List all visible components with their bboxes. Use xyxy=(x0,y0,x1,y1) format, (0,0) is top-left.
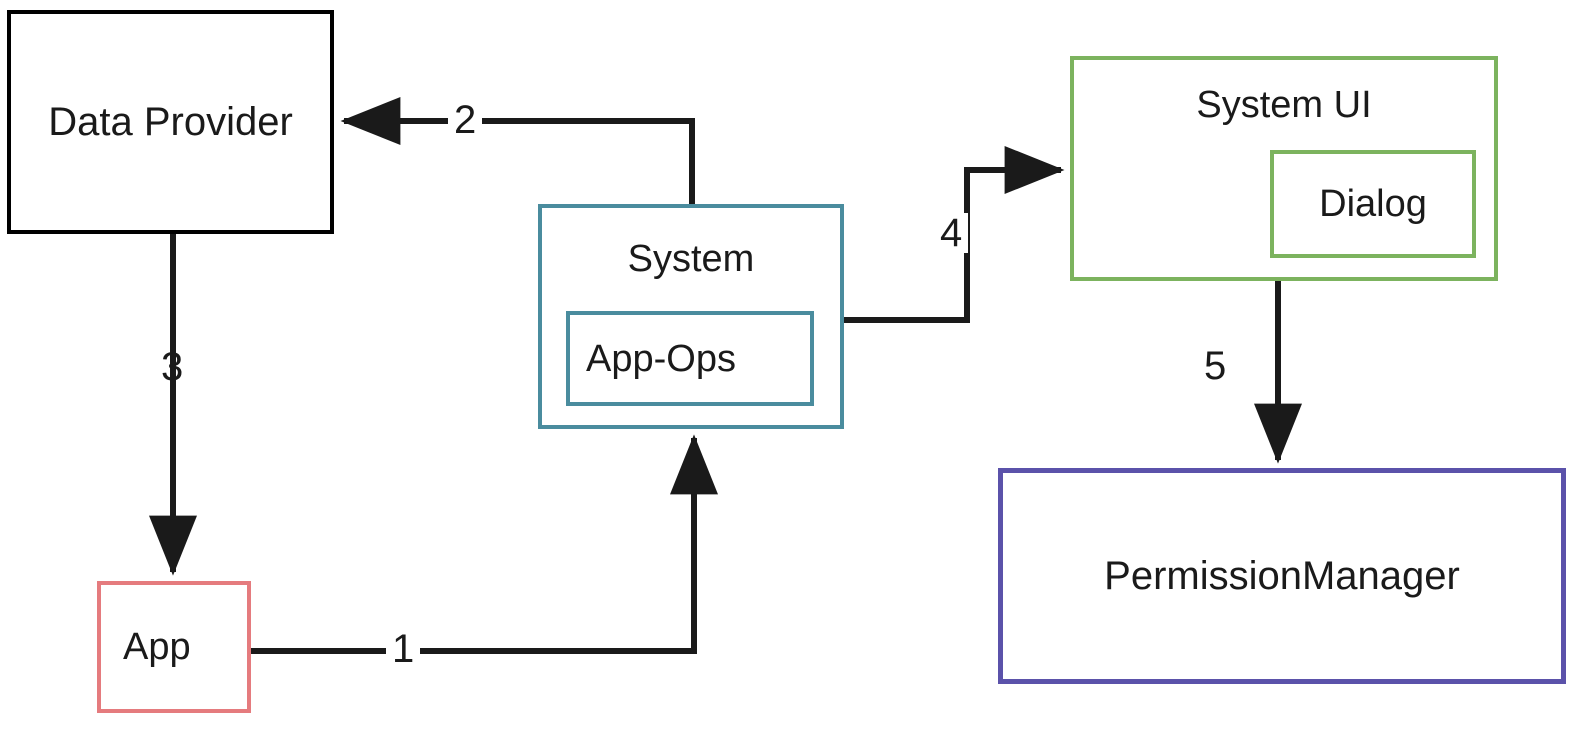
node-dialog-label: Dialog xyxy=(1319,183,1427,225)
edge-1-label: 1 xyxy=(386,629,421,669)
edge-4-label: 4 xyxy=(934,213,969,253)
node-app[interactable]: App xyxy=(97,581,251,713)
edge-2-label: 2 xyxy=(448,100,483,140)
node-permission-manager[interactable]: PermissionManager xyxy=(998,468,1566,684)
node-app-label: App xyxy=(123,626,191,668)
edge-2-path xyxy=(340,97,695,204)
node-app-ops-label: App-Ops xyxy=(586,337,736,380)
node-data-provider-label: Data Provider xyxy=(48,100,293,144)
node-system-ui-label: System UI xyxy=(1196,84,1372,126)
edge-1-path xyxy=(251,434,718,654)
node-data-provider[interactable]: Data Provider xyxy=(7,10,334,234)
node-permission-manager-label: PermissionManager xyxy=(1104,554,1460,598)
edge-5-label: 5 xyxy=(1204,344,1227,388)
node-dialog[interactable]: Dialog xyxy=(1270,150,1476,258)
node-system-label: System xyxy=(627,238,755,280)
edge-3-label: 3 xyxy=(161,345,184,389)
node-app-ops[interactable]: App-Ops xyxy=(566,311,814,406)
